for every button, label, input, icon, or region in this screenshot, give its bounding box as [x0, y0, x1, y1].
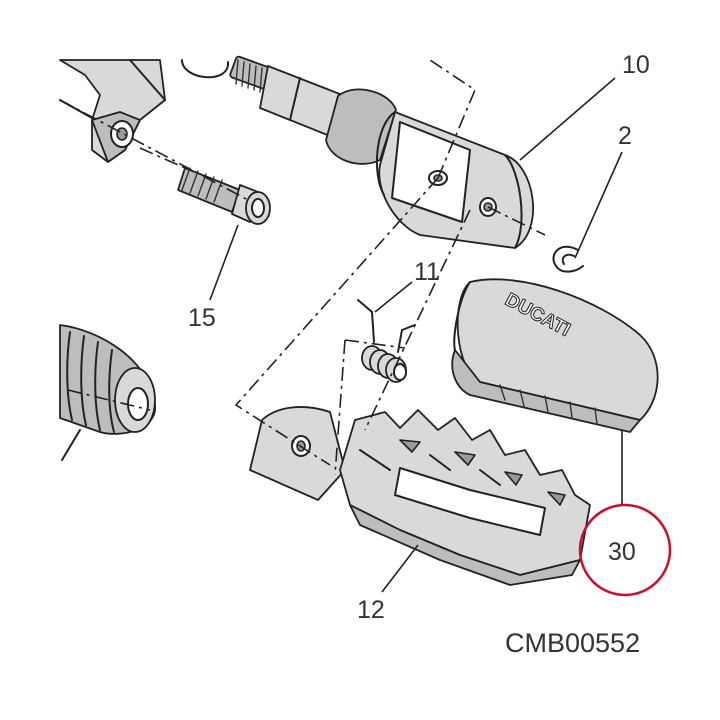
assembly-axis-lines — [59, 59, 546, 476]
circlip-part-2 — [552, 245, 584, 273]
drawing-code: CMB00552 — [505, 628, 640, 658]
callout-leaders — [209, 77, 623, 593]
callout-10: 10 — [622, 51, 650, 79]
o-ring — [181, 59, 230, 79]
callout-15: 15 — [188, 304, 216, 332]
callout-11: 11 — [414, 258, 440, 286]
callout-12: 12 — [357, 596, 385, 624]
highlight-circle — [578, 503, 672, 597]
pivot-pin-part-10 — [229, 55, 535, 249]
footpeg-part-12 — [249, 406, 591, 586]
spring-part-11 — [357, 299, 416, 383]
bolt-part-15 — [177, 167, 271, 225]
callout-30: 30 — [608, 538, 636, 566]
rubber-boot — [59, 324, 156, 461]
highlight-callout-30: 30 — [578, 503, 672, 597]
callout-2: 2 — [618, 122, 632, 150]
rubber-pad: DUCATI — [451, 278, 659, 433]
